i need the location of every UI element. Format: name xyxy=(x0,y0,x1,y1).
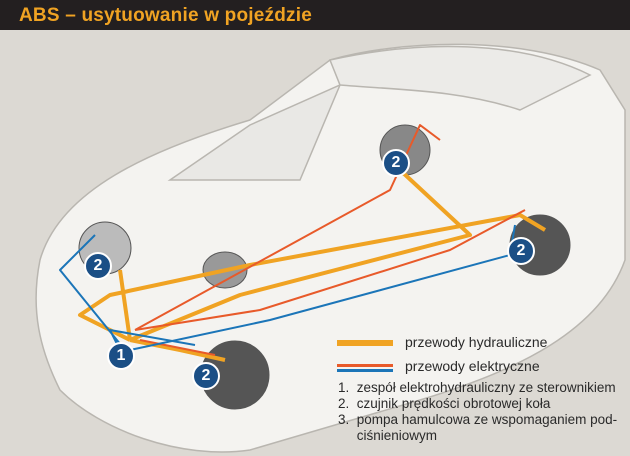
car-diagram xyxy=(35,43,626,453)
list-item: 1. zespół elektrohydrauliczny ze sterown… xyxy=(338,380,616,395)
header-bar: ABS – usytuowanie w pojeździe xyxy=(0,0,630,30)
marker-2-rear-right: 2 xyxy=(507,237,535,265)
marker-2-front-left: 2 xyxy=(84,252,112,280)
marker-2-rear-left: 2 xyxy=(382,149,410,177)
legend-hydraulic: przewody hydrauliczne xyxy=(405,334,548,350)
legend-electric: przewody elektryczne xyxy=(405,358,540,374)
hydraulic-swatch xyxy=(337,340,393,346)
electric-swatch-red xyxy=(337,364,393,367)
page-title: ABS – usytuowanie w pojeździe xyxy=(19,5,312,26)
list-item: 2. czujnik prędkości obrotowej koła xyxy=(338,396,551,411)
electric-swatch-blue xyxy=(337,369,393,372)
list-item: 3. pompa hamulcowa ze wspomaganiem pod- xyxy=(338,412,618,427)
roof xyxy=(328,45,592,111)
marker-2-front-right: 2 xyxy=(192,362,220,390)
marker-1: 1 xyxy=(107,342,135,370)
component-list: 1. zespół elektrohydrauliczny ze sterown… xyxy=(338,380,617,444)
list-item: ciśnieniowym xyxy=(356,428,438,443)
hydraulic-line xyxy=(78,168,547,362)
